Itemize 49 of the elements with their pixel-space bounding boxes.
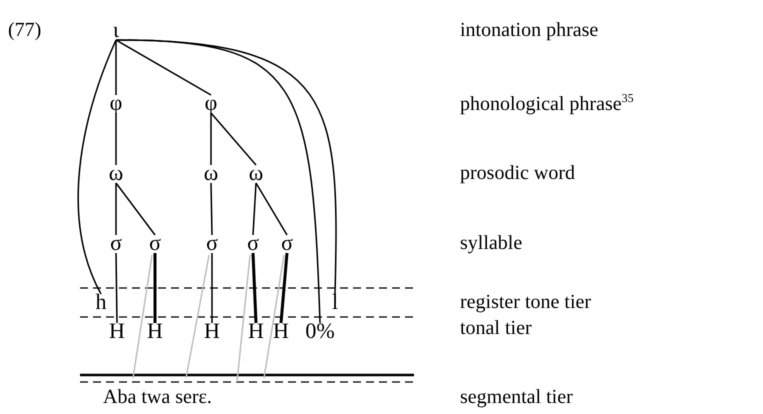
tree-branch	[115, 40, 117, 95]
prosodic-symbol: ω	[248, 162, 264, 184]
syllable-symbol: σ	[247, 232, 259, 254]
tone-letter: h	[96, 291, 106, 313]
tone-letter: H	[147, 320, 163, 342]
association-line	[263, 254, 285, 378]
tree-branch	[252, 252, 258, 324]
prosodic-symbol: ω	[204, 162, 218, 184]
boundary-tone: 0%	[305, 320, 335, 342]
tree-branch	[115, 182, 156, 236]
prosodic-symbol: ι	[113, 19, 119, 41]
tone-letter: H	[248, 320, 264, 342]
segmental-text: Aba twa serɛ.	[103, 387, 212, 407]
syllable-symbol: σ	[149, 232, 161, 254]
tree-branch	[252, 182, 257, 236]
syllable-symbol: σ	[206, 232, 218, 254]
tree-branch	[210, 113, 212, 165]
tree-branch	[255, 182, 288, 236]
tone-letter: H	[204, 320, 220, 342]
tier-name: segmental tier	[460, 387, 573, 407]
syllable-symbol: σ	[281, 232, 293, 254]
tone-letter: H	[109, 320, 125, 342]
tier-name: prosodic word	[460, 163, 575, 183]
tone-letter: l	[332, 291, 338, 313]
tree-branch	[115, 183, 117, 235]
tier-name: phonological phrase$^{35}$	[460, 92, 634, 114]
tree-branch	[211, 253, 213, 323]
tree-branch	[115, 113, 117, 165]
syllable-symbol: σ	[110, 232, 122, 254]
tree-branch	[116, 39, 212, 96]
tier-name: intonation phrase	[460, 20, 598, 40]
association-line	[185, 254, 210, 378]
example-number: (77)	[8, 20, 42, 40]
tree-branch	[280, 252, 288, 324]
tier-name: syllable	[460, 233, 522, 253]
tone-letter: H	[273, 320, 289, 342]
tree-branch	[115, 252, 118, 324]
association-line	[132, 254, 153, 378]
tier-name: register tone tier	[460, 292, 592, 312]
tree-branch	[210, 182, 213, 236]
tier-name: tonal tier	[460, 318, 532, 338]
prosodic-symbol: φ	[110, 92, 122, 114]
prosodic-symbol: ω	[108, 162, 124, 184]
association-line	[236, 254, 251, 382]
prosodic-symbol: φ	[204, 92, 218, 114]
tree-branch	[154, 253, 156, 323]
tree-branch	[116, 39, 337, 294]
tree-branch	[78, 40, 117, 294]
tree-branch	[210, 112, 257, 166]
